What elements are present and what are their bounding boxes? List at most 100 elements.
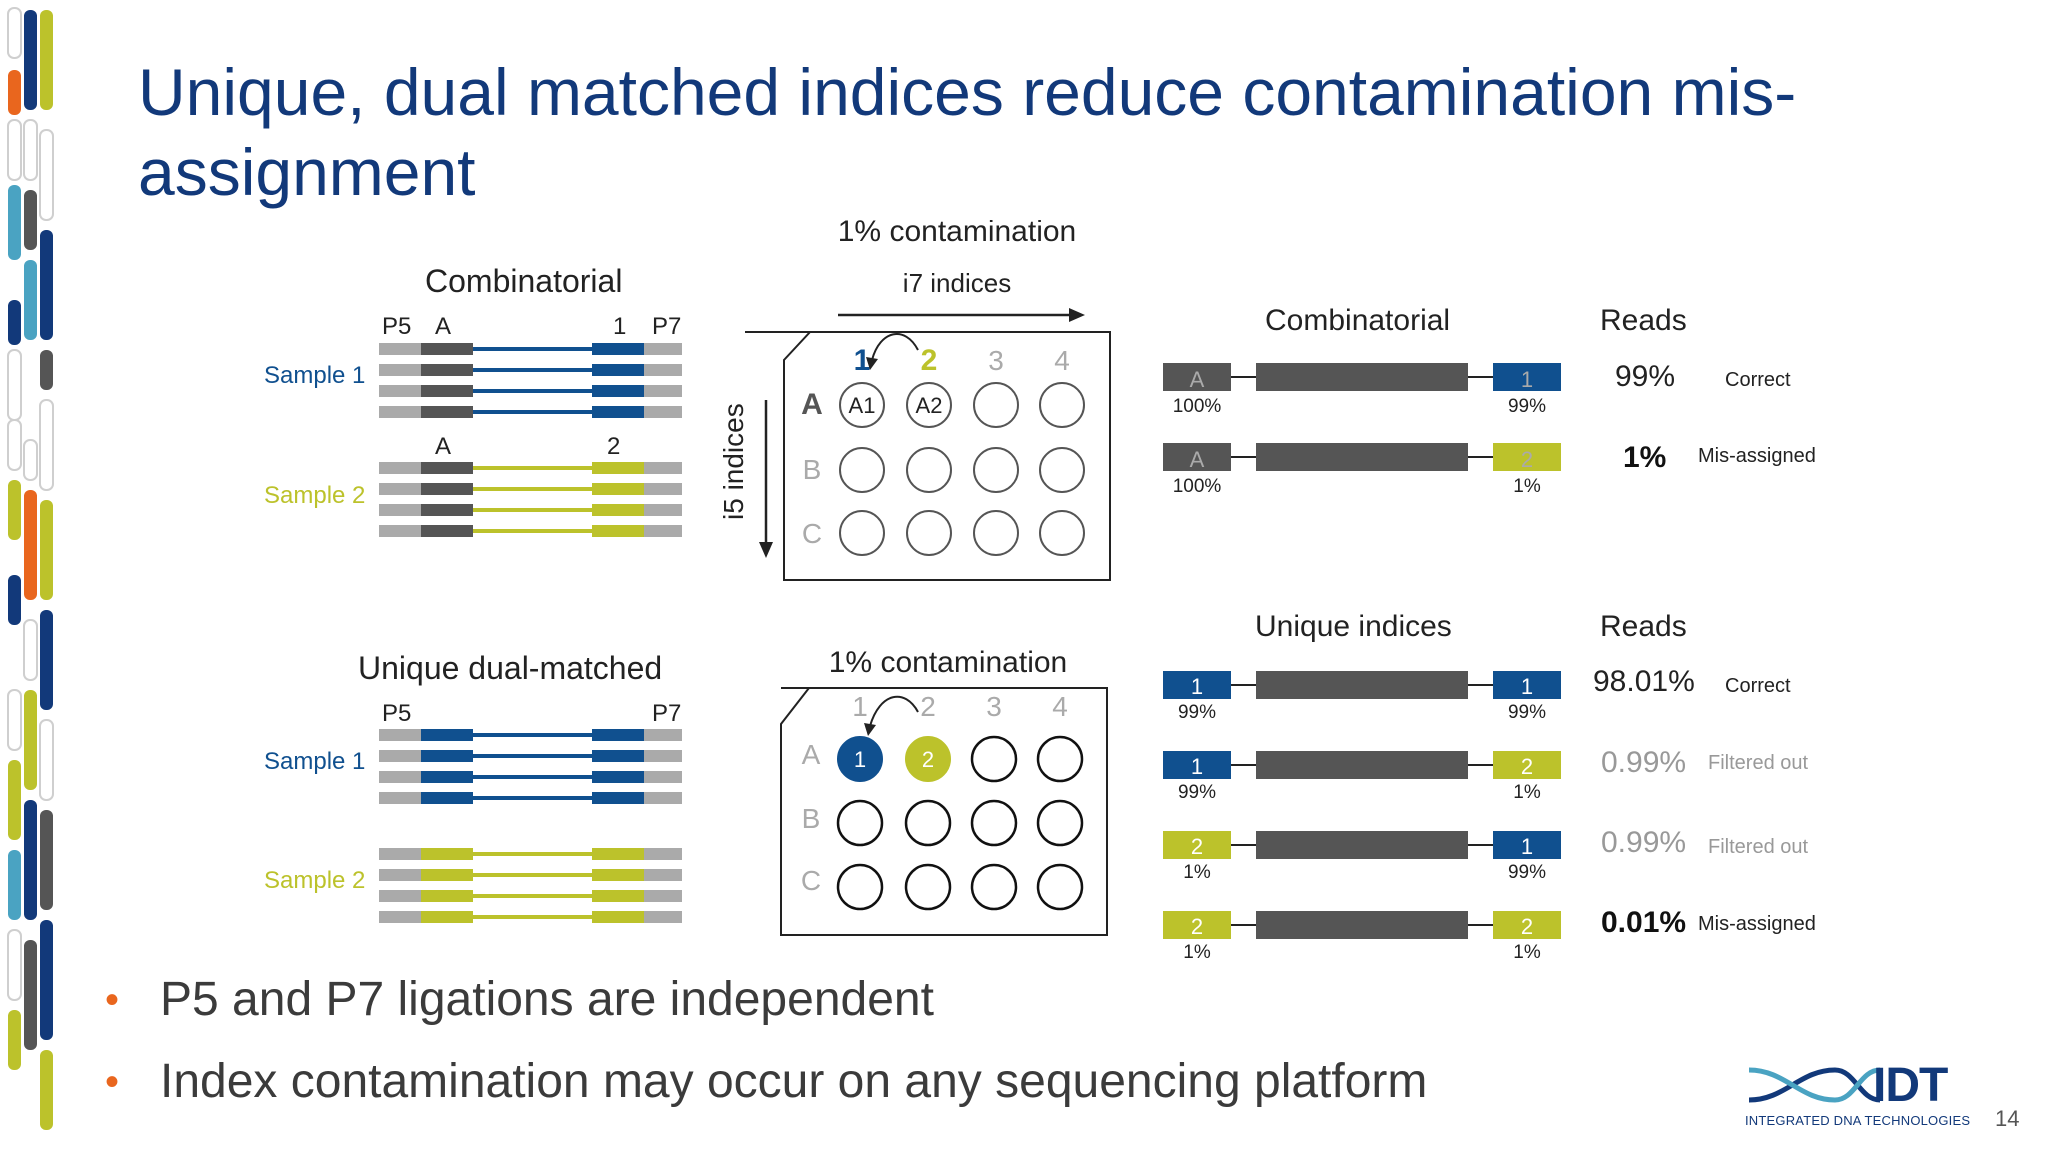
p5-label: P5 (382, 313, 412, 340)
plate-col-label: 4 (1052, 691, 1068, 722)
decorative-side-stripe (7, 7, 54, 1130)
reads-heading: Reads (1600, 304, 1687, 337)
index-label: 1 (1191, 674, 1203, 699)
plate-well (1039, 510, 1085, 556)
plate-well (839, 447, 885, 493)
read-row: 1 1 99% 99% (1163, 671, 1561, 723)
bullet-item: • Index contamination may occur on any s… (105, 1052, 1427, 1134)
read-note: Correct (1725, 675, 1791, 697)
plate-well (970, 863, 1018, 911)
plate-well (1036, 863, 1084, 911)
read-percent: 0.99% (1601, 746, 1687, 779)
read-percent: 0.99% (1601, 826, 1687, 859)
plate-well (839, 510, 885, 556)
i7-index-label: 2 (607, 433, 621, 460)
read-note: Correct (1725, 369, 1791, 391)
top-plate-diagram: 1% contamination i7 indices 1 2 3 4 A B … (745, 220, 1111, 581)
i7-axis-label: i7 indices (903, 268, 1011, 298)
plate-row-label: A (801, 388, 823, 421)
index-percent: 99% (1508, 702, 1546, 723)
sample2-adapters (379, 848, 682, 923)
index-label: 1 (1521, 367, 1533, 392)
i7-index-label: 1 (613, 313, 627, 340)
plate-well (1039, 382, 1085, 428)
index-label: 1 (1521, 834, 1533, 859)
unique-adapter-diagram (379, 729, 682, 923)
plate-well (904, 799, 952, 847)
p7-label: P7 (652, 313, 682, 340)
slide-title: Unique, dual matched indices reduce cont… (138, 55, 1797, 209)
index-label: 2 (1191, 834, 1203, 859)
bullet-item: • P5 and P7 ligations are independent (105, 970, 1427, 1052)
index-percent: 99% (1178, 782, 1216, 803)
plate-row-label: B (803, 454, 822, 485)
index-percent: 1% (1513, 942, 1541, 963)
index-label: 1 (1191, 754, 1203, 779)
read-note: Mis-assigned (1698, 445, 1816, 467)
index-label: 1 (1521, 674, 1533, 699)
plate-well (837, 736, 883, 782)
plate-col-label: 3 (986, 691, 1002, 722)
read-note: Filtered out (1708, 836, 1809, 858)
read-note: Mis-assigned (1698, 913, 1816, 935)
plate-col-label: 1 (854, 344, 871, 377)
plate-col-label: 1 (852, 691, 868, 722)
read-row: A 2 100% 1% (1163, 443, 1561, 497)
bullet-text: P5 and P7 ligations are independent (160, 973, 934, 1026)
sample2-adapters (379, 462, 682, 537)
read-percent: 0.01% (1601, 906, 1687, 939)
sample1-label: Sample 1 (264, 748, 366, 775)
read-row: 2 2 1% 1% (1163, 911, 1561, 963)
well-label: A2 (916, 393, 943, 418)
plate-well (905, 736, 951, 782)
plate-well (1039, 447, 1085, 493)
plate-well (973, 510, 1019, 556)
bullet-text: Index contamination may occur on any seq… (160, 1055, 1428, 1108)
plate-well (973, 382, 1019, 428)
contamination-arrow (871, 333, 919, 361)
plate-well (839, 382, 885, 428)
plate-well (1036, 799, 1084, 847)
well-label: 1 (854, 747, 866, 772)
index-percent: 99% (1178, 702, 1216, 723)
dna-helix-icon (1748, 1067, 1881, 1103)
index-percent: 1% (1183, 942, 1211, 963)
index-label: 2 (1521, 754, 1533, 779)
combinatorial-adapter-diagram (379, 343, 682, 537)
contamination-arrow (869, 695, 919, 727)
read-row: A 1 100% 99% (1163, 363, 1561, 417)
read-percent: 1% (1623, 441, 1667, 474)
index-label: A (1190, 367, 1205, 392)
bottom-plate-heading: 1% contamination (829, 646, 1067, 679)
plate-outline (780, 687, 1108, 936)
reads-heading: Reads (1600, 610, 1687, 643)
plate-row-label: B (802, 803, 821, 834)
i5-index-label: A (435, 313, 452, 340)
reads-combinatorial-heading: Combinatorial (1265, 304, 1451, 337)
well-label: 2 (922, 747, 934, 772)
index-percent: 1% (1513, 782, 1541, 803)
sample1-label: Sample 1 (264, 362, 366, 389)
index-label: 2 (1191, 914, 1203, 939)
plate-well (970, 799, 1018, 847)
page-number: 14 (1995, 1106, 2020, 1131)
plate-well (904, 863, 952, 911)
plate-row-label: C (802, 518, 822, 549)
combinatorial-heading: Combinatorial (425, 263, 623, 299)
index-percent: 100% (1173, 396, 1222, 417)
plate-well (836, 863, 884, 911)
plate-row-label: C (801, 865, 821, 896)
unique-dual-matched-heading: Unique dual-matched (358, 650, 663, 686)
bottom-plate-diagram: 1% contamination 1 2 3 4 A B C 1 2 (780, 646, 1108, 936)
plate-outline (745, 331, 1111, 581)
read-note: Filtered out (1708, 752, 1809, 774)
read-row: 2 1 1% 99% (1163, 831, 1561, 883)
index-label: 2 (1521, 447, 1533, 472)
bullet-list: • P5 and P7 ligations are independent • … (105, 970, 1427, 1134)
sample2-label: Sample 2 (264, 482, 366, 509)
plate-well (970, 735, 1018, 783)
sample2-label: Sample 2 (264, 867, 366, 894)
plate-well (1036, 735, 1084, 783)
i5-axis-label: i5 indices (718, 403, 749, 520)
read-percent: 98.01% (1593, 665, 1695, 698)
